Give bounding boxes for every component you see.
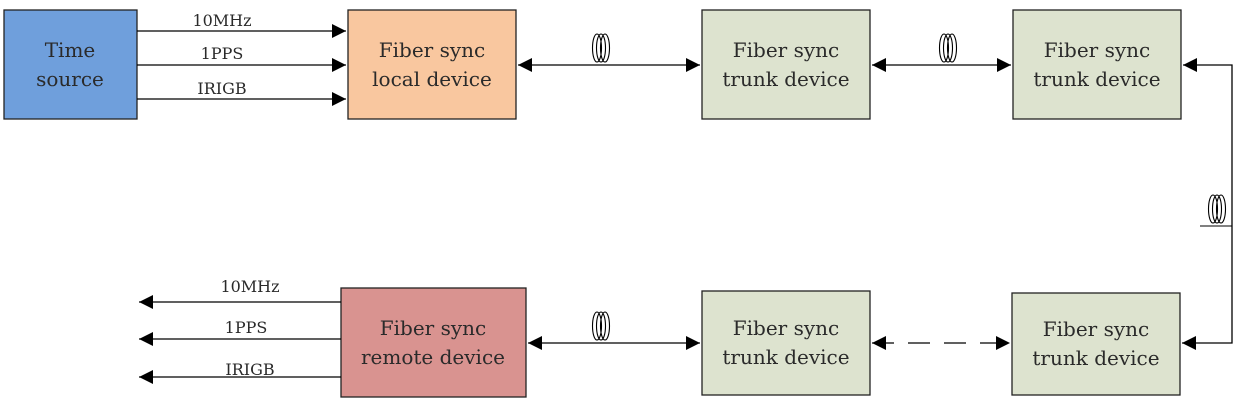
output-signal-1pps-label: 1PPS bbox=[225, 318, 268, 337]
trunk-device-2-label-line1: Fiber sync bbox=[1044, 38, 1150, 62]
remote-device-label-line1: Fiber sync bbox=[380, 316, 486, 340]
trunk-device-2-label-line2: trunk device bbox=[1033, 67, 1160, 91]
local-device-label-line1: Fiber sync bbox=[379, 38, 485, 62]
fiber-link-trunk2-trunk4 bbox=[1182, 58, 1233, 350]
input-signal-1pps-label: 1PPS bbox=[201, 44, 244, 63]
fiber-link-trunk2-trunk4-arrow bbox=[1182, 58, 1233, 350]
fiber-link-remote-trunk3 bbox=[528, 311, 700, 350]
trunk-device-3-rect bbox=[701, 290, 871, 396]
trunk-device-1-label-line1: Fiber sync bbox=[733, 38, 839, 62]
output-signal-irigb-label: IRIGB bbox=[225, 360, 274, 379]
trunk-device-4-rect bbox=[1011, 292, 1181, 396]
remote-device-label-line2: remote device bbox=[361, 345, 505, 369]
trunk-device-1-box: Fiber sync trunk device bbox=[701, 9, 871, 120]
trunk-device-2-rect bbox=[1012, 9, 1182, 120]
trunk-device-3-label-line1: Fiber sync bbox=[733, 316, 839, 340]
output-signals: 10MHz 1PPS IRIGB bbox=[139, 277, 341, 384]
output-signal-10mhz-label: 10MHz bbox=[220, 277, 279, 296]
local-device-box: Fiber sync local device bbox=[347, 9, 517, 120]
fiber-coil-icon bbox=[1200, 194, 1232, 227]
time-source-label-line1: Time bbox=[45, 38, 96, 62]
input-signals: 10MHz 1PPS IRIGB bbox=[137, 11, 346, 106]
trunk-device-1-label-line2: trunk device bbox=[722, 67, 849, 91]
fiber-coil-icon bbox=[930, 33, 964, 66]
local-device-rect bbox=[347, 9, 517, 120]
fiber-coil-icon bbox=[582, 33, 616, 66]
fiber-coil-icon bbox=[582, 311, 616, 344]
time-source-label-line2: source bbox=[36, 67, 104, 91]
time-source-box: Time source bbox=[3, 9, 138, 120]
remote-device-rect bbox=[340, 287, 527, 398]
fiber-link-local-trunk1 bbox=[518, 33, 700, 72]
trunk-device-3-box: Fiber sync trunk device bbox=[701, 290, 871, 396]
local-device-label-line2: local device bbox=[372, 67, 492, 91]
trunk-device-4-label-line2: trunk device bbox=[1032, 346, 1159, 370]
time-source-rect bbox=[3, 9, 138, 120]
trunk-device-4-box: Fiber sync trunk device bbox=[1011, 292, 1181, 396]
fiber-link-trunk1-trunk2 bbox=[872, 33, 1011, 72]
remote-device-box: Fiber sync remote device bbox=[340, 287, 527, 398]
trunk-device-2-box: Fiber sync trunk device bbox=[1012, 9, 1182, 120]
trunk-device-4-label-line1: Fiber sync bbox=[1043, 317, 1149, 341]
trunk-device-3-label-line2: trunk device bbox=[722, 345, 849, 369]
input-signal-10mhz-label: 10MHz bbox=[192, 11, 251, 30]
trunk-device-1-rect bbox=[701, 9, 871, 120]
input-signal-irigb-label: IRIGB bbox=[197, 79, 246, 98]
